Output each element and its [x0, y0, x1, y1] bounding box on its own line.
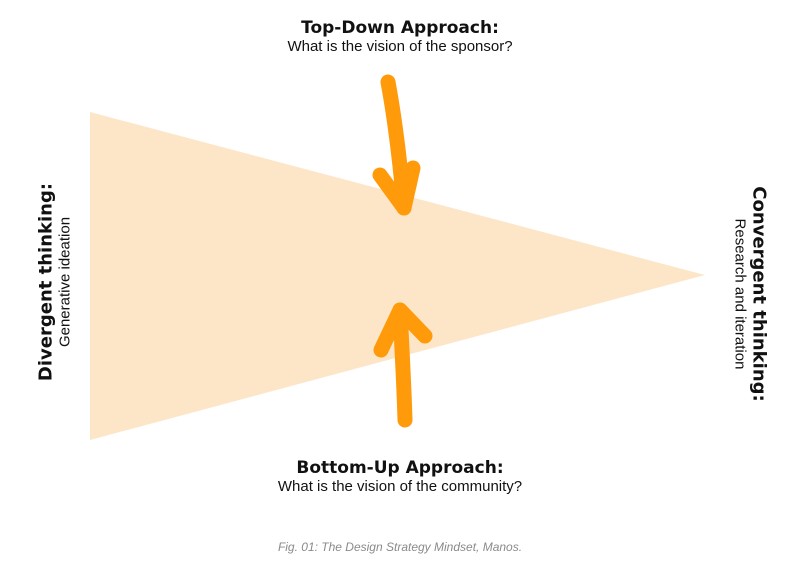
up-arrow-icon [373, 302, 433, 428]
convergent-subtitle: Research and iteration [731, 218, 749, 370]
divergent-label: Divergent thinking: Generative ideation [35, 182, 74, 382]
down-arrow-icon [372, 74, 421, 216]
top-down-label: Top-Down Approach: What is the vision of… [200, 18, 600, 55]
bottom-up-label: Bottom-Up Approach: What is the vision o… [200, 458, 600, 495]
bottom-up-title: Bottom-Up Approach: [296, 458, 504, 478]
divergent-title: Divergent thinking: [35, 182, 57, 382]
divergent-subtitle: Generative ideation [56, 216, 74, 348]
funnel-triangle [90, 112, 705, 440]
figure-caption: Fig. 01: The Design Strategy Mindset, Ma… [277, 540, 523, 554]
top-down-subtitle: What is the vision of the sponsor? [287, 38, 513, 55]
convergent-label: Convergent thinking: Research and iterat… [731, 186, 770, 402]
bottom-up-subtitle: What is the vision of the community? [277, 478, 523, 495]
top-down-title: Top-Down Approach: [301, 18, 499, 38]
convergent-title: Convergent thinking: [748, 186, 770, 402]
